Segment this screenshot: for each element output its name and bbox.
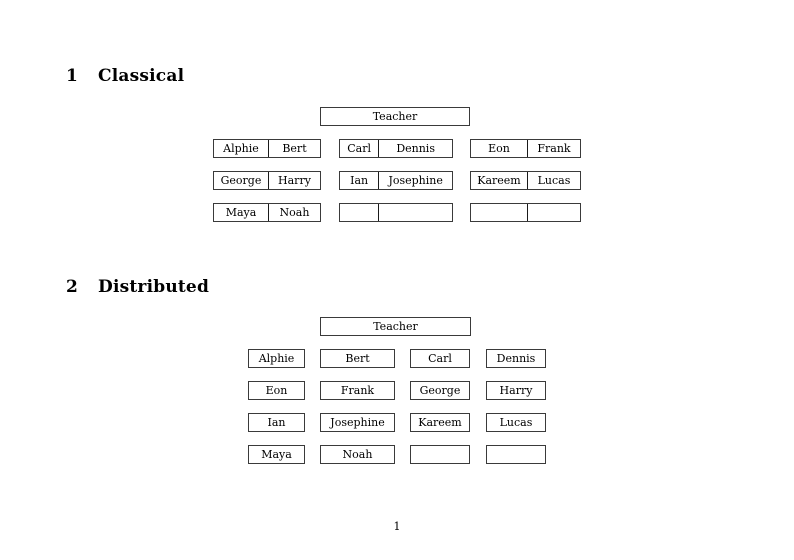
student-box: Josephine bbox=[320, 413, 395, 432]
section-number: 1 bbox=[66, 66, 79, 86]
table-row: Eon Frank bbox=[470, 139, 581, 158]
table-cell: Noah bbox=[267, 204, 320, 221]
table-cell-empty bbox=[471, 204, 527, 221]
section-number: 2 bbox=[66, 277, 79, 297]
student-box-empty bbox=[410, 445, 470, 464]
student-box: Eon bbox=[248, 381, 305, 400]
table-row: Maya Noah bbox=[213, 203, 321, 222]
table-cell: Alphie bbox=[223, 142, 259, 155]
section-heading-classical: 1 Classical bbox=[66, 66, 184, 86]
table-cell: George bbox=[220, 174, 262, 187]
table-row bbox=[470, 203, 581, 222]
section-title: Classical bbox=[98, 66, 185, 86]
student-box: Kareem bbox=[410, 413, 470, 432]
table-cell: Lucas bbox=[526, 172, 580, 189]
student-box: Dennis bbox=[486, 349, 546, 368]
student-box-empty bbox=[486, 445, 546, 464]
teacher-box-distributed: Teacher bbox=[320, 317, 471, 336]
table-row: George Harry bbox=[213, 171, 321, 190]
table-cell: Eon bbox=[488, 142, 510, 155]
table-cell: Frank bbox=[526, 140, 580, 157]
student-box: Harry bbox=[486, 381, 546, 400]
teacher-box-classical: Teacher bbox=[320, 107, 470, 126]
page-number: 1 bbox=[393, 520, 401, 533]
table-cell-empty bbox=[340, 204, 378, 221]
table-row: Ian Josephine bbox=[339, 171, 453, 190]
table-cell: Harry bbox=[267, 172, 320, 189]
table-cell-empty bbox=[526, 204, 580, 221]
student-box: Lucas bbox=[486, 413, 546, 432]
table-cell-empty bbox=[378, 204, 452, 221]
table-cell: Carl bbox=[347, 142, 372, 155]
student-box: Carl bbox=[410, 349, 470, 368]
table-row: Carl Dennis bbox=[339, 139, 453, 158]
table-cell: Maya bbox=[225, 206, 257, 219]
student-box: Frank bbox=[320, 381, 395, 400]
section-title: Distributed bbox=[98, 277, 210, 297]
table-row: Alphie Bert bbox=[213, 139, 321, 158]
student-box: Ian bbox=[248, 413, 305, 432]
table-row: Kareem Lucas bbox=[470, 171, 581, 190]
table-cell: Bert bbox=[267, 140, 320, 157]
student-box: Alphie bbox=[248, 349, 305, 368]
section-heading-distributed: 2 Distributed bbox=[66, 277, 209, 297]
table-cell: Josephine bbox=[378, 172, 452, 189]
student-box: Noah bbox=[320, 445, 395, 464]
student-box: George bbox=[410, 381, 470, 400]
table-row bbox=[339, 203, 453, 222]
table-cell: Ian bbox=[350, 174, 369, 187]
student-box: Bert bbox=[320, 349, 395, 368]
table-cell: Kareem bbox=[477, 174, 521, 187]
table-cell: Dennis bbox=[378, 140, 452, 157]
student-box: Maya bbox=[248, 445, 305, 464]
